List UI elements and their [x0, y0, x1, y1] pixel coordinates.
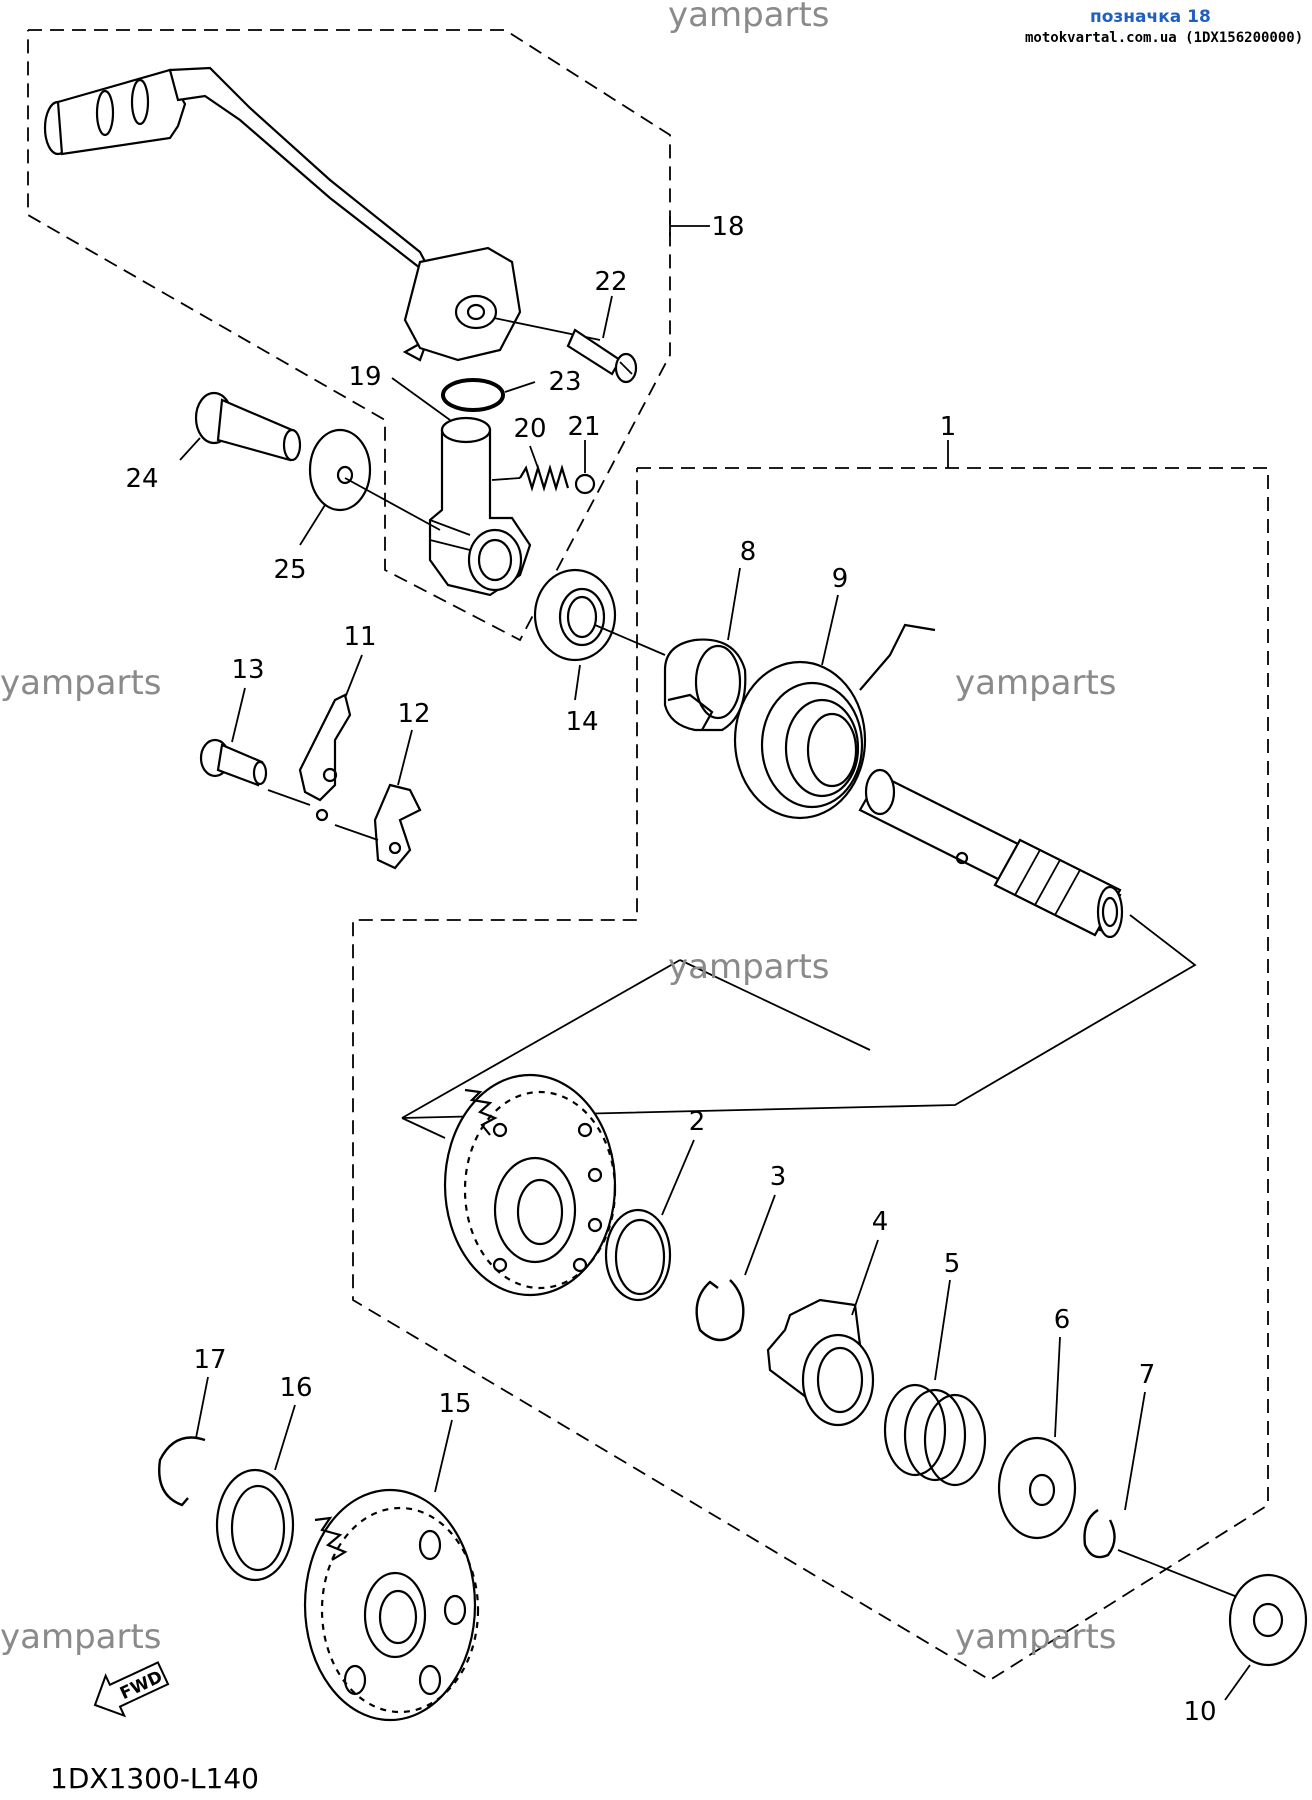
- oil-seal: [533, 568, 666, 701]
- watermark: yamparts: [668, 0, 830, 35]
- callout-7: 7: [1139, 1360, 1156, 1390]
- torsion-spring: [733, 594, 936, 820]
- washer-6: [997, 1336, 1077, 1540]
- callout-22: 22: [594, 267, 627, 297]
- ratchet-wheel: [766, 1239, 879, 1427]
- watermark: yamparts: [668, 947, 830, 987]
- idle-gear: [303, 1419, 480, 1722]
- callout-3: 3: [770, 1162, 787, 1192]
- kick-axle-boss: [391, 377, 532, 597]
- diagram-code: 1DX1300-L140: [50, 1762, 259, 1795]
- washer-25: [299, 428, 441, 546]
- site-label: позначка 18: [1090, 7, 1211, 27]
- stopper-plate: [298, 654, 363, 822]
- callout-13: 13: [231, 655, 264, 685]
- callout-5: 5: [944, 1249, 961, 1279]
- kick-gear: [443, 1073, 617, 1297]
- callout-8: 8: [740, 537, 757, 567]
- flange-bolt: [179, 391, 302, 462]
- compression-spring: [883, 1279, 987, 1487]
- callout-2: 2: [689, 1107, 706, 1137]
- kick-shaft: [858, 768, 1124, 939]
- callout-24: 24: [125, 464, 158, 494]
- kick-lever: [43, 66, 601, 362]
- watermark: yamparts: [0, 663, 162, 703]
- shaft-leader: [401, 914, 1197, 1119]
- washer-10: [1224, 1573, 1308, 1701]
- circlip-17: [158, 1376, 209, 1507]
- callout-18: 18: [711, 212, 744, 242]
- callout-14: 14: [565, 707, 598, 737]
- detent-ball: [574, 473, 596, 495]
- callout-10: 10: [1183, 1697, 1216, 1727]
- callout-4: 4: [872, 1207, 889, 1237]
- circlip-7: [1083, 1391, 1246, 1601]
- callout-25: 25: [273, 555, 306, 585]
- fwd-arrow-icon: FWD: [93, 1661, 170, 1718]
- callout-16: 16: [279, 1373, 312, 1403]
- callout-11: 11: [343, 622, 376, 652]
- spring-guide: [663, 567, 747, 732]
- callout-21: 21: [567, 412, 600, 442]
- kick-lever-group-outline: [27, 29, 671, 642]
- callout-1: 1: [940, 412, 957, 442]
- stopper-bolt: [199, 687, 311, 806]
- callout-23: 23: [548, 367, 581, 397]
- callout-17: 17: [193, 1345, 226, 1375]
- o-ring: [441, 378, 505, 412]
- detent-spring: [491, 445, 570, 492]
- callout-15: 15: [438, 1389, 471, 1419]
- site-line: motokvartal.com.ua (1DX156200000): [1025, 30, 1303, 46]
- callout-19: 19: [348, 362, 381, 392]
- watermark: yamparts: [955, 663, 1117, 703]
- callout-9: 9: [832, 564, 849, 594]
- circlip-3: [695, 1194, 776, 1342]
- callout-20: 20: [513, 414, 546, 444]
- washer-2: [604, 1139, 695, 1302]
- watermark: yamparts: [955, 1617, 1117, 1657]
- stopper-guide: [334, 729, 422, 870]
- callout-12: 12: [397, 699, 430, 729]
- washer-16: [215, 1404, 296, 1582]
- callout-6: 6: [1054, 1305, 1071, 1335]
- kick-shaft-assembly-outline: [352, 467, 1269, 1682]
- kick-lever-bolt: [566, 295, 638, 384]
- watermark: yamparts: [0, 1617, 162, 1657]
